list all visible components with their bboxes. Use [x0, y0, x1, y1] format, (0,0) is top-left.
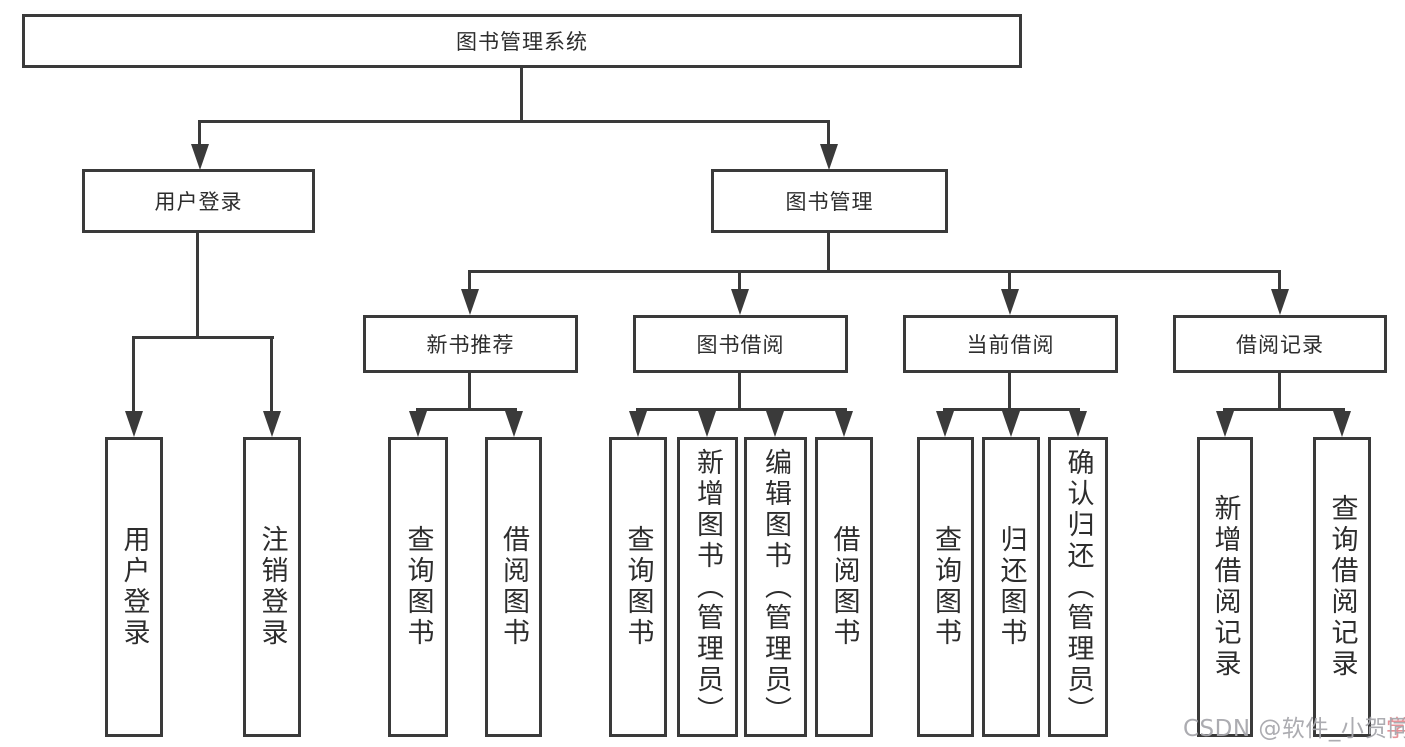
connector-line — [416, 408, 517, 411]
leaf-query-books: 查询图书 — [609, 437, 667, 737]
leaf-add-books-admin: 新增图书（管理员） — [677, 437, 738, 737]
leaf-query-borrow-record: 查询借阅记录 — [1313, 437, 1371, 737]
connector-line — [827, 233, 830, 270]
leaf-borrow-books: 借阅图书 — [815, 437, 873, 737]
csdn-watermark: CSDN @软件_小贺同学 — [1183, 716, 1405, 742]
node-new-book-recommend: 新书推荐 — [363, 315, 578, 373]
connector-line — [468, 270, 1281, 273]
leaf-edit-books-admin: 编辑图书（管理员） — [744, 437, 807, 737]
connector-line — [196, 233, 199, 336]
leaf-return-books: 归还图书 — [982, 437, 1040, 737]
connector-line — [1008, 270, 1011, 290]
connector-line — [1008, 373, 1011, 408]
arrow-down-icon — [125, 411, 143, 437]
arrow-down-icon — [835, 411, 853, 437]
node-user-login: 用户登录 — [82, 169, 315, 233]
node-current-borrowing: 当前借阅 — [903, 315, 1118, 373]
arrow-down-icon — [629, 411, 647, 437]
connector-line — [468, 373, 471, 408]
connector-line — [636, 408, 847, 411]
arrow-down-icon — [1069, 411, 1087, 437]
connector-line — [198, 120, 830, 123]
connector-line — [738, 270, 741, 290]
connector-line — [1223, 408, 1345, 411]
arrow-down-icon — [936, 411, 954, 437]
arrow-down-icon — [409, 411, 427, 437]
connector-line — [1278, 270, 1281, 290]
leaf-user-login: 用户登录 — [105, 437, 163, 737]
connector-line — [270, 336, 273, 412]
node-book-borrowing: 图书借阅 — [633, 315, 848, 373]
arrow-down-icon — [505, 411, 523, 437]
arrow-down-icon — [820, 144, 838, 170]
arrow-down-icon — [1001, 289, 1019, 315]
node-library-management-system: 图书管理系统 — [22, 14, 1022, 68]
leaf-query-books: 查询图书 — [917, 437, 974, 737]
watermark-accent-glyph: 学 — [1386, 716, 1405, 742]
connector-line — [1278, 373, 1281, 408]
leaf-confirm-return-admin: 确认归还（管理员） — [1048, 437, 1108, 737]
arrow-down-icon — [263, 411, 281, 437]
arrow-down-icon — [1333, 411, 1351, 437]
arrow-down-icon — [766, 411, 784, 437]
connector-line — [738, 373, 741, 408]
connector-line — [132, 336, 274, 339]
node-book-management: 图书管理 — [711, 169, 948, 233]
arrow-down-icon — [1216, 411, 1234, 437]
arrow-down-icon — [1271, 289, 1289, 315]
connector-line — [827, 120, 830, 146]
connector-line — [198, 120, 201, 146]
connector-line — [520, 68, 523, 120]
connector-line — [943, 408, 1080, 411]
arrow-down-icon — [191, 144, 209, 170]
arrow-down-icon — [698, 411, 716, 437]
arrow-down-icon — [731, 289, 749, 315]
node-borrow-records: 借阅记录 — [1173, 315, 1387, 373]
leaf-query-books: 查询图书 — [388, 437, 448, 737]
connector-line — [468, 270, 471, 290]
leaf-add-borrow-record: 新增借阅记录 — [1197, 437, 1253, 737]
arrow-down-icon — [461, 289, 479, 315]
leaf-borrow-books: 借阅图书 — [485, 437, 542, 737]
leaf-logout: 注销登录 — [243, 437, 301, 737]
connector-line — [132, 336, 135, 412]
arrow-down-icon — [1002, 411, 1020, 437]
